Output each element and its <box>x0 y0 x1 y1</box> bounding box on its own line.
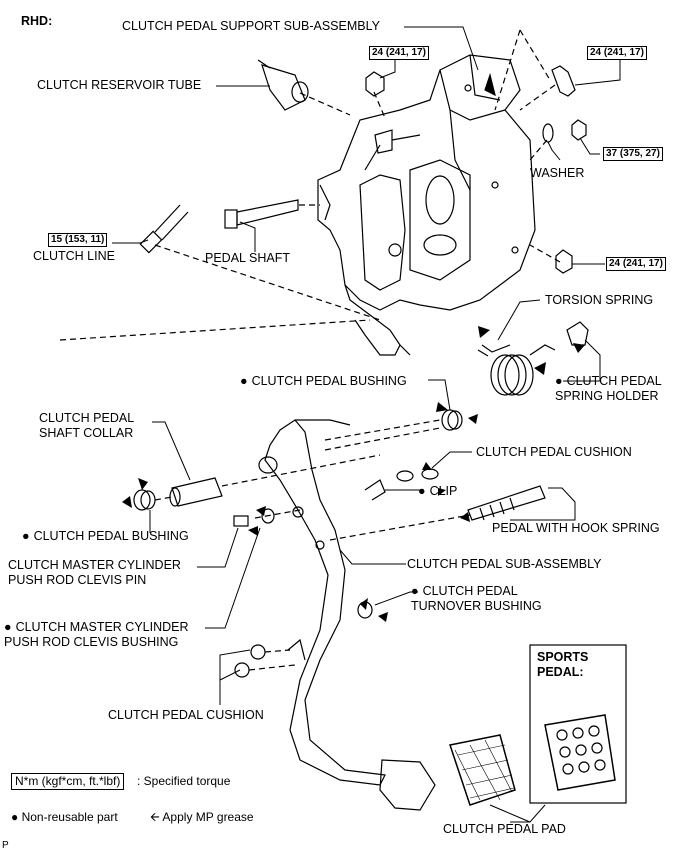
pedal-support-bracket <box>317 54 536 356</box>
legend-non-reusable-text: Non-reusable part <box>21 810 118 824</box>
label-pedal-bushing-lower: CLUTCH PEDAL BUSHING <box>22 529 189 544</box>
legend-torque-desc: : Specified torque <box>137 774 231 788</box>
upper-dashed-lines <box>59 29 561 341</box>
legend-torque-unit: N*m (kgf*cm, ft.*lbf) <box>11 773 125 790</box>
hook-spring-part <box>467 485 546 521</box>
label-clip: CLIP <box>418 484 458 499</box>
label-sports-pedal: SPORTS PEDAL: <box>537 650 589 679</box>
label-pedal-pad: CLUTCH PEDAL PAD <box>443 822 566 836</box>
grease-arrow-icon: 🡨 <box>150 810 160 824</box>
torque-support-bolt-top: 24 (241, 17) <box>369 46 429 60</box>
label-pedal-shaft: PEDAL SHAFT <box>205 251 290 265</box>
spring-holder-part <box>566 321 589 346</box>
torque-nut-lower: 24 (241, 17) <box>606 257 666 271</box>
label-clevis-pin: CLUTCH MASTER CYLINDER PUSH ROD CLEVIS P… <box>8 558 181 587</box>
label-pedal-sub-assembly: CLUTCH PEDAL SUB-ASSEMBLY <box>407 557 602 571</box>
label-washer: WASHER <box>530 166 585 180</box>
label-turnover-bushing: CLUTCH PEDAL TURNOVER BUSHING <box>411 584 542 614</box>
clutch-line-part <box>139 204 189 254</box>
label-clutch-line: CLUTCH LINE <box>33 249 115 263</box>
label-hook-spring: PEDAL WITH HOOK SPRING <box>492 521 660 535</box>
standard-pedal-pad <box>449 734 516 806</box>
label-pedal-bushing-upper: CLUTCH PEDAL BUSHING <box>240 374 407 389</box>
label-pedal-cushion-lower: CLUTCH PEDAL CUSHION <box>108 708 264 722</box>
label-reservoir-tube: CLUTCH RESERVOIR TUBE <box>37 78 202 92</box>
label-torsion-spring: TORSION SPRING <box>545 293 654 307</box>
leader-lines <box>112 26 621 823</box>
label-pedal-cushion-upper: CLUTCH PEDAL CUSHION <box>476 445 632 459</box>
shaft-collar-part <box>169 477 223 507</box>
lower-dashed-lines <box>154 419 471 671</box>
torque-support-bolt-right: 24 (241, 17) <box>587 46 647 60</box>
fasteners <box>365 65 587 274</box>
label-support-sub-assembly: CLUTCH PEDAL SUPPORT SUB-ASSEMBLY <box>122 19 380 33</box>
legend-mp-grease: 🡨 Apply MP grease <box>150 810 254 825</box>
legend-non-reusable: ● Non-reusable part <box>11 810 118 825</box>
label-clevis-bushing: CLUTCH MASTER CYLINDER PUSH ROD CLEVIS B… <box>4 620 189 650</box>
clutch-pedal-arm <box>258 419 436 811</box>
torque-nut-washer: 37 (375, 27) <box>603 147 663 161</box>
label-spring-holder: CLUTCH PEDAL SPRING HOLDER <box>555 374 662 404</box>
reservoir-tube-part <box>257 59 309 111</box>
pedal-shaft-part <box>224 199 299 229</box>
legend-mp-grease-text: Apply MP grease <box>162 810 254 824</box>
torque-clutch-line: 15 (153, 11) <box>48 233 108 247</box>
sports-pedal-box <box>529 644 627 804</box>
footer-code: P <box>2 840 9 851</box>
rhd-label: RHD: <box>21 14 53 28</box>
label-shaft-collar: CLUTCH PEDAL SHAFT COLLAR <box>39 411 135 440</box>
non-reusable-icon: ● <box>11 810 19 824</box>
grease-arrows <box>122 326 585 622</box>
torsion-spring-part <box>477 344 556 396</box>
